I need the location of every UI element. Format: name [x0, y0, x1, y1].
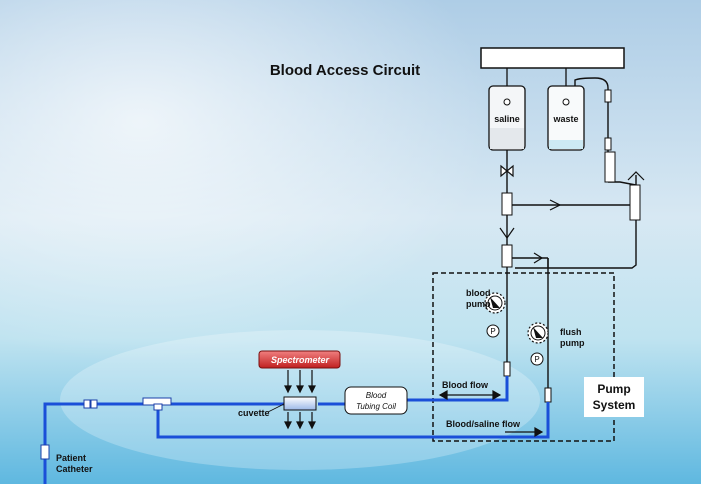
flush-pump-pressure-label: P: [534, 355, 539, 364]
pump-system-label-box: Pump System: [584, 377, 644, 417]
pump-rotor-icon-2: [533, 327, 543, 338]
blood-tubing-coil: Blood Tubing Coil: [344, 386, 408, 415]
blood-saline-flow-label: Blood/saline flow: [446, 419, 521, 429]
check-valve-icon: [549, 199, 562, 211]
check-valve-icon-4: [627, 171, 645, 181]
light-path-arrows: [284, 370, 316, 430]
waste-label: waste: [552, 114, 578, 124]
pump-system-label-1: Pump: [597, 382, 630, 396]
saline-bag: saline: [488, 68, 526, 151]
tubing-coil-label-2: Tubing Coil: [356, 402, 396, 411]
pump-system-label-2: System: [593, 398, 636, 412]
catheter-connector: [40, 444, 50, 460]
blood-pump-pressure-label: P: [490, 327, 495, 336]
blood-flow-right-arrow-icon: [492, 389, 502, 401]
flush-pump: flush pump P: [527, 322, 585, 366]
tubing-coil-label-1: Blood: [366, 391, 387, 400]
blood-flow-left-arrow-icon: [438, 389, 448, 401]
patient-catheter-label-1: Patient: [56, 453, 86, 463]
tube-connectors: [40, 397, 172, 460]
blood-pump: blood pump P: [466, 288, 506, 338]
saline-label: saline: [494, 114, 520, 124]
pump-rotor-icon: [490, 297, 500, 308]
pump-system-boundary: [432, 272, 615, 442]
cuvette-label: cuvette: [238, 408, 270, 418]
saline-valve-icon: [500, 164, 514, 178]
flush-pump-label-1: flush: [560, 327, 582, 337]
spectrometer: Spectrometer: [258, 350, 341, 369]
flush-pump-label-2: pump: [560, 338, 585, 348]
waste-container: waste: [547, 68, 585, 151]
connectors: [501, 89, 641, 403]
check-valve-icon-2: [533, 252, 544, 264]
check-valve-icon-3: [499, 227, 515, 240]
blood-pump-label-1: blood: [466, 288, 491, 298]
blood-flow-label: Blood flow: [442, 380, 489, 390]
flow-arrows: [438, 389, 544, 438]
diagram-title: Blood Access Circuit: [270, 62, 420, 79]
spectrometer-label: Spectrometer: [271, 355, 330, 365]
patient-catheter-label-2: Catheter: [56, 464, 93, 474]
saline-flow-arrow-icon: [534, 426, 544, 438]
cuvette: cuvette: [238, 396, 317, 418]
blood-pump-label-2: pump: [466, 299, 491, 309]
check-valves: [499, 164, 645, 264]
top-manifold-box: [480, 47, 625, 69]
